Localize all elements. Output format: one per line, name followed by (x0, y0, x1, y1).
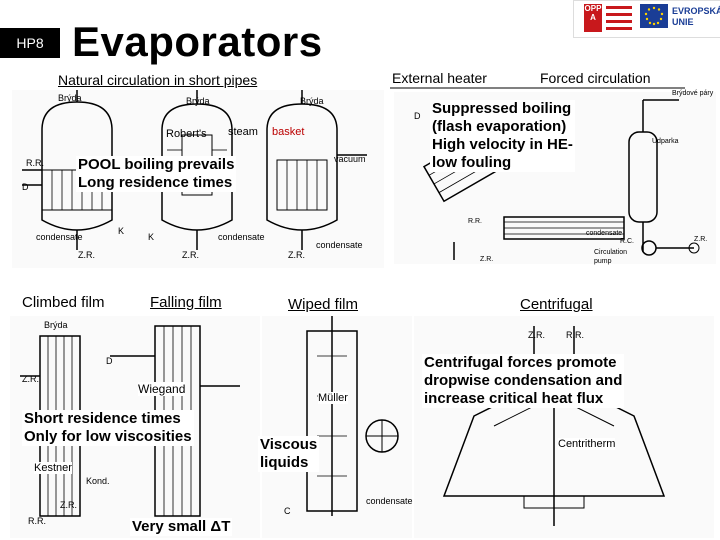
very-small-delta-t-text: Very small ΔT (130, 518, 233, 536)
very-small-text: Very small (132, 518, 211, 535)
circulation-pump-label: Circulation pump (594, 248, 627, 266)
viscous-liquids-text: Viscous liquids (258, 436, 320, 472)
wiped-film-heading: Wiped film (288, 296, 359, 313)
udparka-label: Udparka (652, 138, 679, 145)
condensate-label-bottom: condensate (366, 496, 413, 506)
heading-underline (390, 87, 685, 89)
rr-label-bottom-1: R.R. (566, 330, 584, 340)
bryda-label-2: Brýda (186, 96, 210, 106)
pool-boiling-text: POOL boiling prevails Long residence tim… (76, 156, 237, 192)
centrifugal-line-3: increase critical heat flux (424, 390, 604, 407)
k-label-1: K (118, 226, 125, 236)
d-label-bottom: D (106, 356, 113, 366)
short-residence-line-2: Only for low viscosities (24, 428, 192, 445)
circulation-pump-line-1: Circulation (594, 249, 628, 256)
eu-text: EVROPSKÁ UNIE (672, 6, 720, 28)
c-label: C (284, 506, 291, 516)
centrifugal-diagram (414, 316, 714, 538)
kestner-label: Kestner (34, 462, 72, 474)
rr-label-2: R.R. (468, 218, 482, 225)
delta-t-text: ΔT (210, 518, 231, 535)
bryda-label-bottom: Brýda (44, 320, 68, 330)
external-heater-heading: External heater (392, 70, 487, 86)
suppressed-line-4: low fouling (432, 154, 512, 171)
zr-label-3: Z.R. (288, 250, 305, 260)
centrifugal-heading: Centrifugal (520, 296, 593, 313)
k-label-2: K (148, 232, 155, 242)
roberts-label: Robert's (166, 128, 207, 140)
eu-text-line-2: UNIE (672, 17, 694, 27)
eu-text-line-1: EVROPSKÁ (672, 6, 720, 16)
wiegand-label: Wiegand (138, 382, 186, 396)
opp-logo: OPP A (584, 4, 602, 32)
suppressed-boiling-text: Suppressed boiling (flash evaporation) H… (430, 100, 575, 172)
suppressed-line-2: (flash evaporation) (432, 118, 567, 135)
climbed-film-heading: Climbed film (22, 294, 105, 311)
bryd-pary-label: Brýdové páry (672, 90, 714, 97)
centrifugal-line-2: dropwise condensation and (424, 372, 623, 389)
viscous-line-2: liquids (260, 454, 309, 471)
natural-circulation-heading: Natural circulation in short pipes (58, 72, 258, 88)
d-label-2: D (414, 111, 421, 121)
steam-label: steam (228, 126, 258, 138)
d-label-1: D (22, 182, 29, 192)
condensate-label-4: condensate (586, 230, 623, 237)
zr-label-1: Z.R. (78, 250, 95, 260)
rc-label: R.C. (620, 238, 634, 245)
suppressed-line-3: High velocity in HE- (432, 136, 573, 153)
pool-boiling-line-1: POOL boiling prevails (78, 156, 235, 173)
zr-label-4: Z.R. (480, 256, 494, 263)
circulation-pump-line-2: pump (594, 258, 612, 265)
kond-label: Kond. (86, 476, 110, 486)
forced-circulation-heading: Forced circulation (540, 70, 651, 86)
slide-number-badge: HP8 (0, 28, 60, 58)
bryda-label-1: Brýda (58, 93, 82, 103)
short-residence-text: Short residence times Only for low visco… (22, 410, 194, 446)
condensate-label-1: condensate (36, 232, 83, 242)
pool-boiling-line-2: Long residence times (78, 174, 233, 191)
condensate-label-2: condensate (218, 232, 265, 242)
rr-label-1: R.R. (26, 158, 44, 168)
zr-label-bottom-3: Z.R. (60, 500, 77, 510)
centritherm-label: Centritherm (558, 438, 616, 450)
falling-film-heading: Falling film (150, 294, 222, 311)
zr-label-bottom-2: Z.R. (528, 330, 545, 340)
vacuum-label: vacuum (334, 154, 366, 164)
muller-label: Müller (318, 392, 348, 404)
opp-text-block-icon (606, 6, 632, 30)
wiped-film-diagram (262, 316, 412, 538)
centrifugal-forces-text: Centrifugal forces promote dropwise cond… (422, 354, 625, 408)
condensate-label-3: condensate (316, 240, 363, 250)
rr-label-bottom-2: R.R. (28, 516, 46, 526)
basket-label: basket (272, 126, 305, 138)
short-residence-line-1: Short residence times (24, 410, 181, 427)
viscous-line-1: Viscous (260, 436, 318, 453)
zr-small-label: Z.R. (694, 236, 708, 243)
centrifugal-line-1: Centrifugal forces promote (424, 354, 617, 371)
zr-label-2: Z.R. (182, 250, 199, 260)
zr-label-bottom-1: Z.R. (22, 374, 39, 384)
eu-flag-icon (640, 4, 668, 28)
page-title: Evaporators (72, 18, 323, 65)
bryda-label-3: Brýda (300, 96, 324, 106)
suppressed-line-1: Suppressed boiling (432, 100, 572, 117)
